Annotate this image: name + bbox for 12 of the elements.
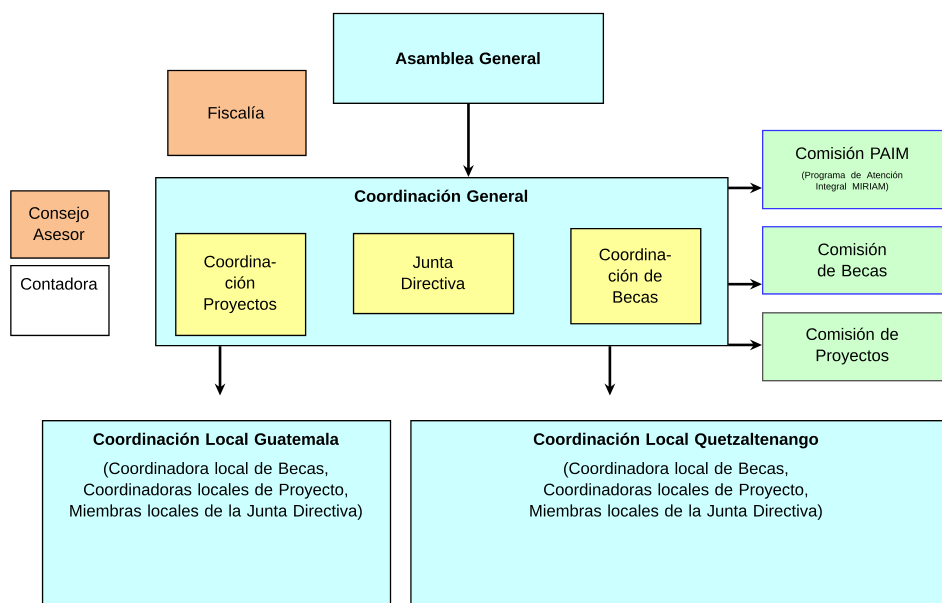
process-box: Coordina- ción de Becas [570,228,702,324]
process-box: Comisión de Becas [762,226,942,295]
process-box: Asamblea General [332,12,604,104]
process-box: Coordinación Local Quetzaltenango (Coordinadora local de Becas, Coordinadoras locales de Proyecto, Miembras locales de la Junta Directiva) [410,420,942,603]
process-box: Contadora [10,264,110,336]
process-box: Comisión PAIM (Programa de Atención Integral MIRIAM) [762,130,942,210]
process-box: Consejo Asesor [10,190,110,259]
process-box: Junta Directiva [352,232,514,314]
process-box: Coordina- ción Proyectos [175,232,306,336]
process-box: Fiscalía [167,70,307,156]
process-box: Coordinación Local Guatemala (Coordinadora local de Becas, Coordinadoras locales de Proyecto, Miembras locales de la Junta Directiva) [42,420,392,603]
process-box: Comisión de Proyectos [762,312,942,382]
